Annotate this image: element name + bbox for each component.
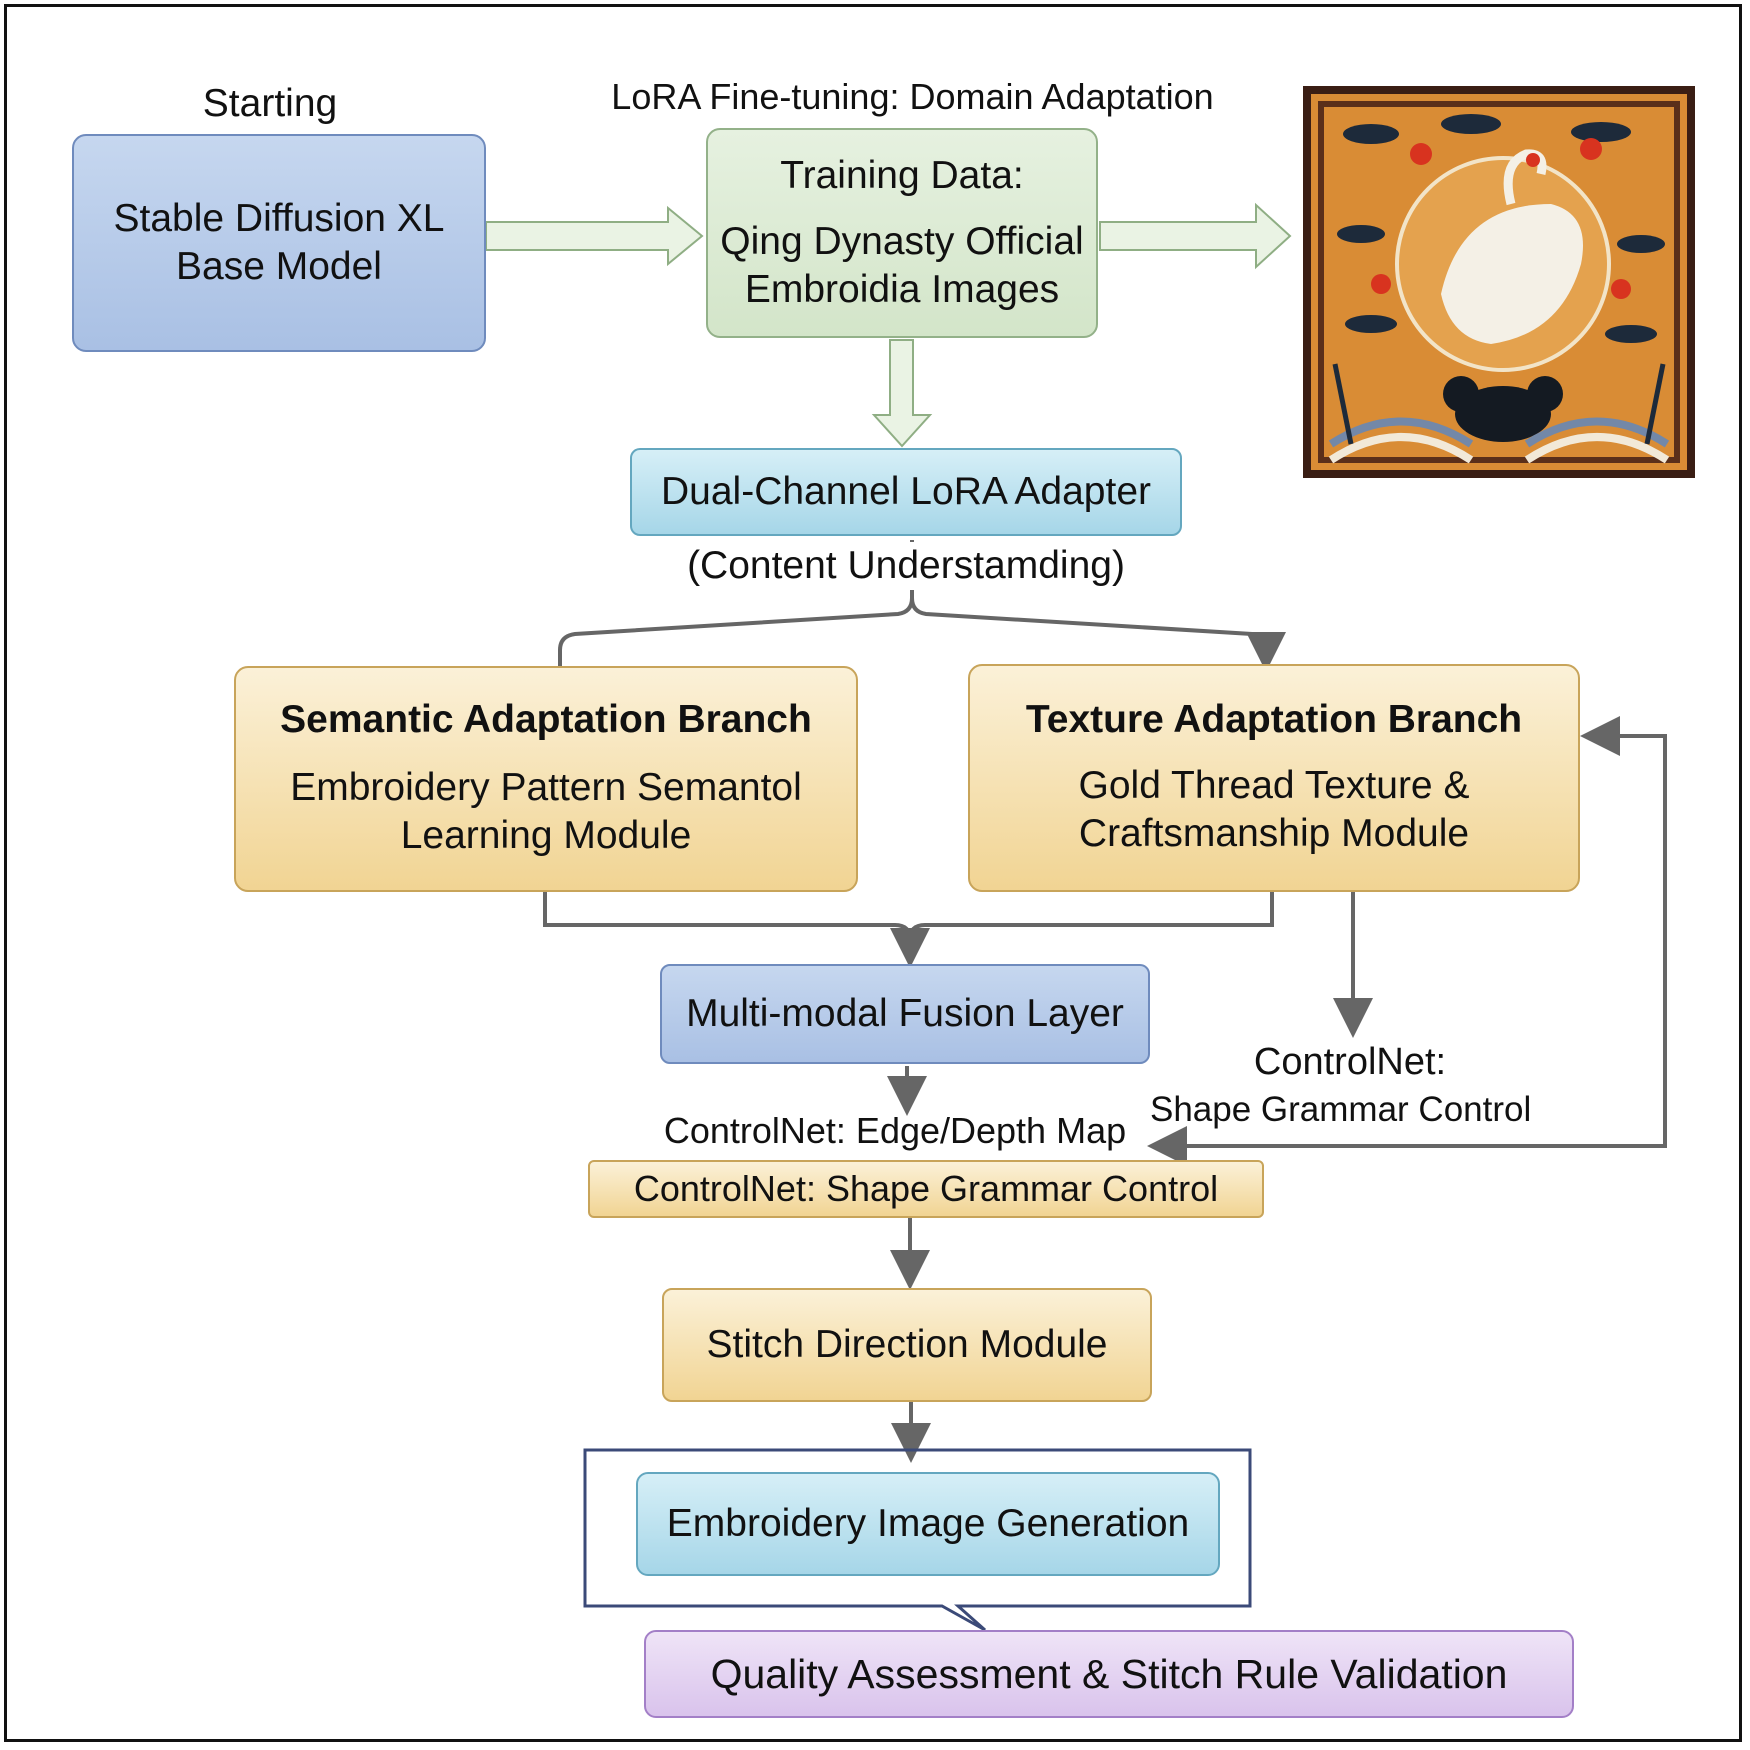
- controlnet-side-label-2: Shape Grammar Control: [1150, 1090, 1532, 1129]
- training-line-2: Qing Dynasty Official: [720, 220, 1084, 263]
- arrow-sdxl-to-training: [485, 205, 704, 267]
- semantic-adaptation-branch-box: Semantic Adaptation Branch Embroidery Pa…: [234, 666, 858, 892]
- semantic-line-2: Learning Module: [400, 814, 692, 857]
- connector-semantic-to-fusion: [543, 892, 912, 960]
- texture-adaptation-branch-box: Texture Adaptation Branch Gold Thread Te…: [968, 664, 1580, 892]
- shape-grammar-label: ControlNet: Shape Grammar Control: [633, 1168, 1219, 1209]
- quality-label: Quality Assessment & Stitch Rule Validat…: [710, 1651, 1508, 1697]
- training-line-1: Training Data:: [780, 154, 1024, 197]
- quality-assessment-box: Quality Assessment & Stitch Rule Validat…: [644, 1630, 1574, 1718]
- generation-label: Embroidery Image Generation: [666, 1502, 1190, 1545]
- arrow-training-to-image: [1099, 202, 1292, 270]
- training-data-box: Training Data: Qing Dynasty Official Emb…: [706, 128, 1098, 338]
- fusion-label: Multi-modal Fusion Layer: [686, 992, 1124, 1035]
- connector-texture-to-fusion: [890, 892, 1274, 968]
- sdxl-line-2: Base Model: [176, 245, 382, 288]
- sdxl-base-model-box: Stable Diffusion XL Base Model: [72, 134, 486, 352]
- texture-line-1: Gold Thread Texture &: [1078, 764, 1470, 807]
- embroidery-sample-image: [1303, 86, 1695, 478]
- lora-title-label: LoRA Fine-tuning: Domain Adaptation: [611, 76, 1214, 117]
- dual-channel-lora-adapter-box: Dual-Channel LoRA Adapter: [630, 448, 1182, 536]
- stitch-direction-module-box: Stitch Direction Module: [662, 1288, 1152, 1402]
- sdxl-line-1: Stable Diffusion XL: [113, 197, 445, 240]
- arrow-training-to-adapter: [871, 339, 933, 448]
- embroidery-image-generation-box: Embroidery Image Generation: [636, 1472, 1220, 1576]
- starting-label: Starting: [202, 82, 338, 125]
- content-understanding-label: (Content Understamding): [600, 542, 1212, 590]
- training-line-3: Embroidia Images: [744, 268, 1060, 311]
- semantic-title: Semantic Adaptation Branch: [280, 698, 812, 741]
- connector-feedback-loop: [1155, 716, 1667, 1148]
- controlnet-side-label-1: ControlNet:: [1253, 1041, 1447, 1083]
- controlnet-shape-grammar-box: ControlNet: Shape Grammar Control: [588, 1160, 1264, 1218]
- crane-embroidery-picture: [1311, 94, 1687, 470]
- controlnet-edge-depth-label: ControlNet: Edge/Depth Map: [663, 1110, 1127, 1151]
- stitch-direction-label: Stitch Direction Module: [706, 1323, 1108, 1366]
- semantic-line-1: Embroidery Pattern Semantol: [290, 766, 802, 809]
- multimodal-fusion-layer-box: Multi-modal Fusion Layer: [660, 964, 1150, 1064]
- diagram-frame: [4, 4, 1742, 1742]
- texture-title: Texture Adaptation Branch: [1025, 698, 1523, 741]
- dual-channel-label: Dual-Channel LoRA Adapter: [661, 470, 1151, 513]
- generation-callout-frame: [583, 1448, 1252, 1632]
- connector-adapter-to-texture: [910, 597, 1286, 672]
- texture-line-2: Craftsmanship Module: [1078, 812, 1470, 855]
